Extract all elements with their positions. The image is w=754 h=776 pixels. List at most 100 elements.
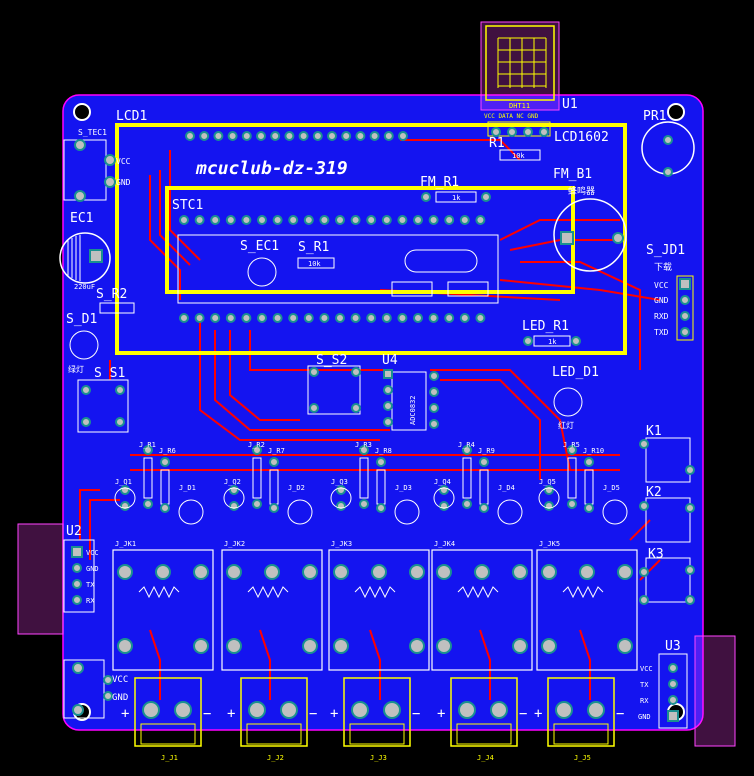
- transistor-pad: [439, 485, 449, 495]
- terminal-pad: [174, 701, 192, 719]
- resistor-pad: [252, 499, 262, 509]
- stc-pin-top: [225, 215, 236, 225]
- relay-pad: [226, 638, 242, 654]
- dht11-grid: [497, 37, 547, 88]
- resistor-body: [143, 457, 153, 499]
- relay-pad: [436, 638, 452, 654]
- led-outline: [178, 499, 204, 525]
- keepout-u2: [17, 523, 64, 635]
- terminal-pad: [383, 701, 401, 719]
- stc-pin-bottom: [444, 313, 455, 323]
- resistor-pad: [479, 457, 489, 467]
- terminal-block: [343, 677, 411, 747]
- crystal-outline: [404, 249, 478, 273]
- stc-pin-top: [428, 215, 439, 225]
- terminal-label: J_J4: [477, 754, 494, 762]
- stc-pin-top: [397, 215, 408, 225]
- terminal-pad: [351, 701, 369, 719]
- s-jd1-desc: 下载: [654, 261, 672, 273]
- transistor-outline: [330, 487, 352, 509]
- fm-b1-desc: 蜂鸣器: [568, 185, 595, 197]
- r1-label: R1: [489, 136, 505, 151]
- led-r1-body: [533, 335, 571, 347]
- resistor-pad: [567, 499, 577, 509]
- power-vcc-label: VCC: [112, 675, 128, 685]
- resistor-pad: [376, 503, 386, 513]
- stc-pin-bottom: [210, 313, 221, 323]
- pr1-pad-a: [663, 135, 673, 145]
- relay-label: J_JK4: [434, 540, 455, 548]
- terminal-plus-sign: +: [121, 706, 129, 722]
- lcd-pin: [213, 131, 224, 141]
- fm-b1-outline: [553, 198, 627, 272]
- relay-channels: J_Q1J_R1J_R6J_D1J_JK1J_J1+−J_Q2J_R2J_R7J…: [112, 441, 638, 762]
- ec1-value: 220uF: [74, 283, 95, 291]
- terminal-minus-sign: −: [519, 706, 527, 722]
- relay-label: J_JK1: [115, 540, 136, 548]
- crystal-cap-b: [447, 281, 489, 297]
- led-label: J_D3: [395, 484, 412, 492]
- lcd-pin: [383, 131, 394, 141]
- keepout-u3: [694, 635, 736, 747]
- relay-pad: [512, 638, 528, 654]
- lcd1602-label: LCD1602: [554, 130, 609, 145]
- transistor-pad: [336, 501, 346, 511]
- crystal-cap-a: [391, 281, 433, 297]
- stc-pin-top: [257, 215, 267, 225]
- u2-pin-gnd: GND: [86, 565, 99, 573]
- u1-pads: [491, 127, 549, 137]
- relay-coil: [354, 585, 396, 599]
- u3-pin-gnd: GND: [638, 713, 651, 721]
- resistor-pad: [584, 503, 594, 513]
- stc-pin-bottom: [225, 313, 236, 323]
- transistor-label: J_Q4: [434, 478, 451, 486]
- relay-pad: [436, 564, 452, 580]
- stc-pin-bottom: [335, 313, 345, 323]
- lcd-pin: [312, 131, 323, 141]
- u2-pin-rx: RX: [86, 597, 95, 605]
- stc-pin-top: [413, 215, 423, 225]
- resistor-label: J_R6: [159, 447, 176, 455]
- relay-pad: [302, 638, 318, 654]
- s-ec1-outline: [247, 257, 277, 287]
- relay-pad: [371, 564, 387, 580]
- s-jd1-txd: TXD: [654, 328, 669, 337]
- transistor-pad: [120, 485, 130, 495]
- relay-pad: [226, 564, 242, 580]
- led-label: J_D5: [603, 484, 620, 492]
- u4-label: U4: [382, 353, 398, 368]
- dht11-body: [485, 25, 555, 101]
- stc-pin-bottom: [303, 313, 314, 323]
- resistor-pad: [269, 457, 279, 467]
- relay-pad: [193, 638, 209, 654]
- relay-coil: [562, 585, 604, 599]
- resistor-pad: [479, 503, 489, 513]
- s-ec1-label: S_EC1: [240, 239, 279, 254]
- stc-pin-top: [303, 215, 314, 225]
- stc-pin-top: [319, 215, 330, 225]
- s-jd1-gnd: GND: [654, 296, 669, 305]
- relay-pad: [155, 564, 171, 580]
- relay-pad: [193, 564, 209, 580]
- u3-pads: [667, 663, 679, 722]
- stc-pin-top: [179, 215, 189, 225]
- stc-pin-top: [241, 215, 252, 225]
- led-d1-desc: 红灯: [558, 420, 574, 430]
- relay-coil: [247, 585, 289, 599]
- s-jd1-label: S_JD1: [646, 243, 685, 258]
- led-r1-pad-a: [523, 336, 533, 346]
- terminal-minus-sign: −: [203, 706, 211, 722]
- stc-pin-top: [288, 215, 299, 225]
- stc-pin-bottom: [475, 313, 486, 323]
- lcd-pin: [327, 131, 337, 141]
- lcd1-label: LCD1: [116, 109, 147, 124]
- led-outline: [287, 499, 313, 525]
- terminal-pad: [555, 701, 573, 719]
- transistor-pad: [544, 485, 554, 495]
- resistor-pad: [359, 499, 369, 509]
- fm-r1-pad-b: [481, 192, 491, 202]
- transistor-pad: [120, 501, 130, 511]
- stc-pin-bottom: [459, 313, 470, 323]
- relay-pad: [617, 638, 633, 654]
